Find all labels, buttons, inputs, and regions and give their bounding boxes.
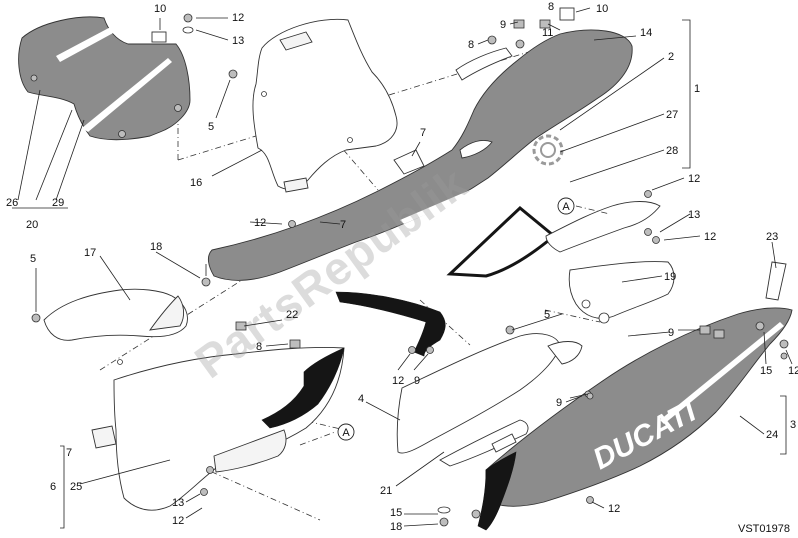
callout-9: 9 (556, 397, 562, 409)
rear-upper-panel (545, 201, 661, 253)
callout-13: 13 (232, 35, 244, 47)
callout-5: 5 (30, 253, 36, 265)
triangle-decal-outline (446, 206, 557, 278)
callout-9: 9 (500, 19, 506, 31)
section-marker-a-right: A (557, 197, 611, 215)
callout-1: 1 (694, 83, 700, 95)
callout-28: 28 (666, 145, 678, 157)
callout-5: 5 (208, 121, 214, 133)
callout-12: 12 (232, 12, 244, 24)
callout-8: 8 (468, 39, 474, 51)
callout-17: 17 (84, 247, 96, 259)
callout-11: 11 (542, 27, 553, 39)
callout-18: 18 (150, 241, 162, 253)
misc-fasteners (200, 190, 789, 527)
callout-18: 18 (390, 521, 402, 533)
drawing-code: VST01978 (738, 523, 790, 535)
callout-19: 19 (664, 271, 676, 283)
front-side-panel (18, 16, 191, 141)
callout-12: 12 (172, 515, 184, 527)
fastener-set-top-left (151, 13, 238, 79)
callout-16: 16 (190, 177, 202, 189)
callout-10: 10 (596, 3, 608, 15)
callout-12: 12 (788, 365, 798, 377)
callout-25: 25 (70, 481, 82, 493)
callout-12: 12 (704, 231, 716, 243)
callout-15: 15 (760, 365, 772, 377)
callout-numbers: 10 12 13 5 16 26 29 20 7 9 8 8 11 10 14 … (6, 1, 798, 533)
callout-9: 9 (414, 375, 420, 387)
callout-5: 5 (544, 309, 550, 321)
callout-7: 7 (340, 219, 346, 231)
left-lower-side-panel (91, 347, 345, 511)
callout-3: 3 (790, 419, 796, 431)
callout-6: 6 (50, 481, 56, 493)
callout-23: 23 (766, 231, 778, 243)
lower-trim-strip (439, 419, 529, 467)
section-marker-label: A (562, 201, 570, 213)
callout-9: 9 (668, 327, 674, 339)
main-tail-fairing (207, 7, 633, 281)
callout-12: 12 (392, 375, 404, 387)
callout-2: 2 (668, 51, 674, 63)
callout-12: 12 (608, 503, 620, 515)
callout-12: 12 (688, 173, 700, 185)
callout-20: 20 (26, 219, 38, 231)
gear-icon (532, 134, 564, 166)
callout-27: 27 (666, 109, 678, 121)
inner-liner-panel (252, 18, 398, 193)
section-marker-a-left: A (337, 423, 355, 441)
callout-12: 12 (254, 217, 266, 229)
center-lower-panel (396, 333, 583, 454)
callout-15: 15 (390, 507, 402, 519)
callout-22: 22 (286, 309, 298, 321)
callout-29: 29 (52, 197, 64, 209)
rear-wedge-piece (765, 261, 787, 301)
callout-13: 13 (172, 497, 184, 509)
left-upper-cover (31, 288, 188, 341)
callout-26: 26 (6, 197, 18, 209)
callout-8: 8 (548, 1, 554, 13)
clip-piece-top (393, 149, 425, 175)
callout-21: 21 (380, 485, 392, 497)
callout-8: 8 (256, 341, 262, 353)
callout-13: 13 (688, 209, 700, 221)
leader-lines (12, 7, 793, 529)
callout-4: 4 (358, 393, 364, 405)
section-marker-label: A (342, 427, 350, 439)
callout-10: 10 (154, 3, 166, 15)
callout-24: 24 (766, 429, 778, 441)
callout-7: 7 (66, 447, 72, 459)
callout-14: 14 (640, 27, 652, 39)
callout-7: 7 (420, 127, 426, 139)
rear-bracket (568, 261, 675, 324)
right-side-panel: DUCATI (477, 307, 793, 531)
